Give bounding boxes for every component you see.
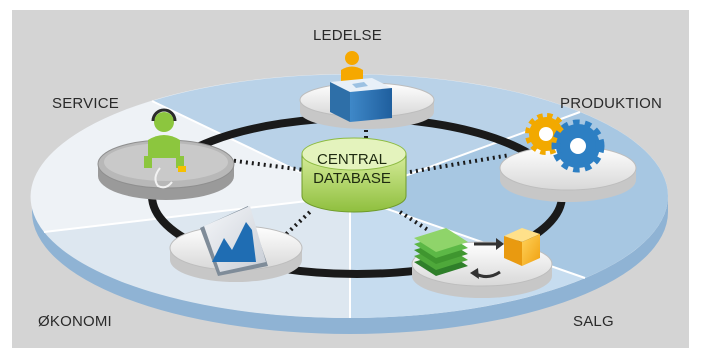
label-salg: SALG [573, 313, 614, 330]
label-service: SERVICE [52, 95, 119, 112]
dotted-connectors [227, 118, 511, 240]
central-database-cylinder [301, 137, 407, 213]
manager-desk-icon [330, 51, 392, 122]
money-exchange-icon [414, 228, 540, 279]
central-database-line2: DATABASE [313, 170, 391, 187]
central-database-label: CENTRAL DATABASE [300, 150, 404, 188]
sector-ledelse [152, 74, 580, 196]
central-database-line1: CENTRAL [316, 151, 387, 168]
label-produktion: PRODUKTION [560, 95, 663, 112]
chart-board-icon [200, 206, 268, 276]
label-ledelse: LEDELSE [313, 27, 382, 44]
produktion-pedestal [499, 145, 637, 202]
support-headset-icon [144, 108, 186, 189]
gears-icon [525, 113, 605, 173]
label-okonomi: ØKONOMI [38, 313, 112, 330]
